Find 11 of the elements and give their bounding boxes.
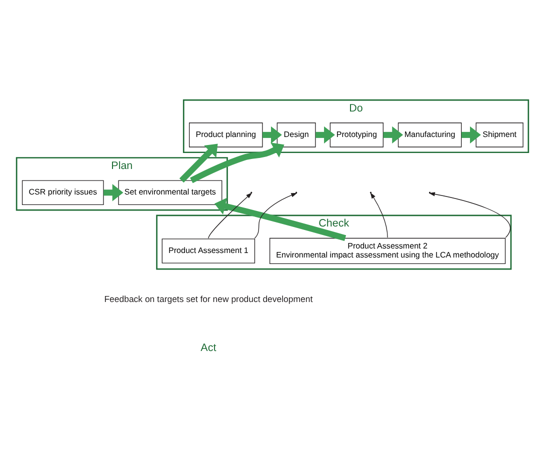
- arrow: [262, 126, 282, 144]
- arrow: [179, 143, 218, 182]
- arrow: [370, 192, 388, 238]
- arrow: [316, 126, 335, 144]
- arrow: [383, 126, 404, 144]
- arrow: [190, 142, 284, 183]
- arrow: [104, 184, 124, 201]
- arrow: [461, 126, 481, 144]
- arrow: [208, 192, 252, 238]
- label: Feedback on targets set for new product development: [104, 294, 313, 304]
- label: Act: [200, 341, 216, 354]
